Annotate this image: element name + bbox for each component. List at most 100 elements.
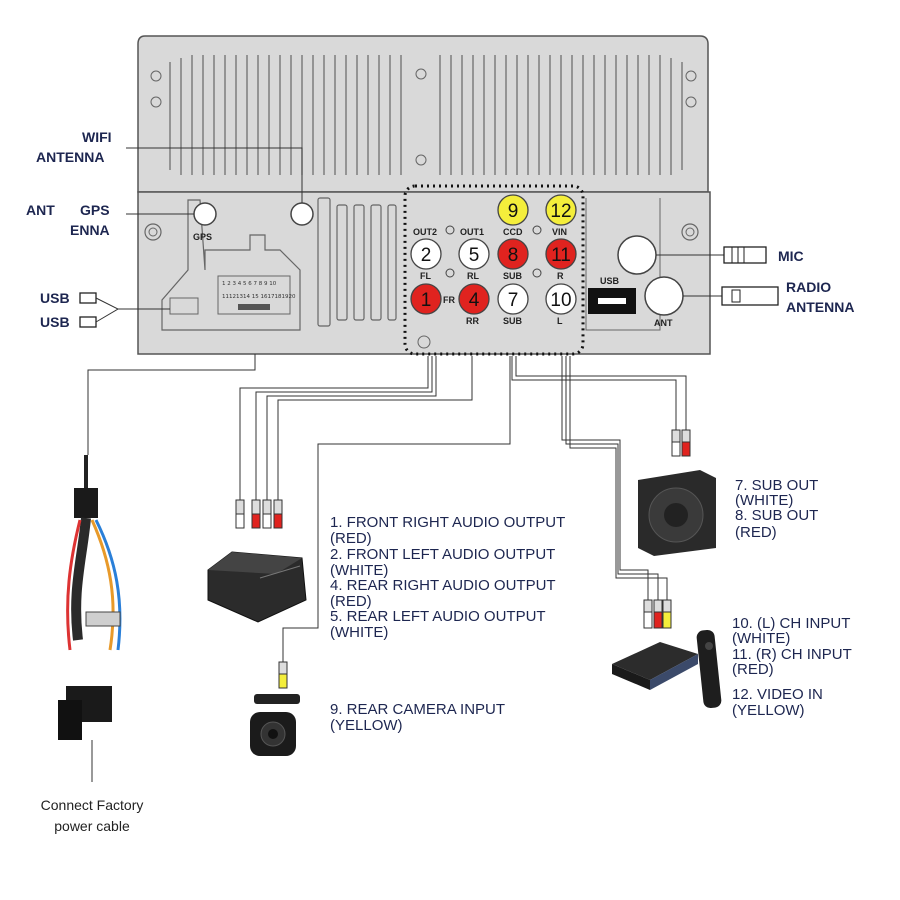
heatsink-fins [169,55,683,175]
label-sub-bottom: SUB [503,316,523,326]
label-vin: VIN [552,227,567,237]
desc-cam-9: 9. REAR CAMERA INPUT [330,701,505,718]
desc-box-12b: (YELLOW) [732,702,805,719]
radio-antenna-socket[interactable] [644,276,684,316]
port-8-sub[interactable] [497,238,529,270]
cables [87,354,687,662]
gps-antenna-socket [193,202,217,226]
label-l: L [557,316,563,326]
pin-header-block [217,275,291,315]
usb-plug-icon [79,292,97,328]
screw-hole [417,335,431,349]
usb-header [169,297,199,315]
ant-gps-label-3: ENNA [70,222,110,238]
mic-socket[interactable] [617,235,657,275]
port-10-l[interactable] [545,283,577,315]
screw-hole [685,96,697,108]
usb-cable [95,297,120,323]
label-rl: RL [467,271,479,281]
port-11-r[interactable] [545,238,577,270]
port-7-sub[interactable] [497,283,529,315]
svg-text:4: 4 [469,290,480,311]
desc-box-10: 10. (L) CH INPUT [732,615,850,632]
desc-amp-4b: (RED) [330,593,372,610]
svg-text:5: 5 [469,245,480,266]
svg-text:2: 2 [421,245,432,266]
svg-text:1: 1 [421,290,432,311]
desc-box-11: 11. (R) CH INPUT [732,646,852,663]
head-unit-back-panel: GPS 1 2 3 4 5 6 7 8 9 10 11121314 15 161… [137,35,711,355]
port-2-fl[interactable] [410,238,442,270]
screw-hole [685,70,697,82]
subwoofer-icon [638,470,716,556]
label-ccd: CCD [503,227,523,237]
svg-text:11: 11 [551,245,571,266]
desc-box-12: 12. VIDEO IN [732,686,823,703]
screw-hole [150,96,162,108]
desc-box-10b: (WHITE) [732,630,790,647]
screw-hole [144,223,162,241]
remote-control-icon [696,629,722,709]
desc-amp-4: 4. REAR RIGHT AUDIO OUTPUT [330,577,556,594]
media-box-rca-plugs [643,599,672,629]
media-box-descriptions: 10. (L) CH INPUT (WHITE) 11. (R) CH INPU… [732,615,852,719]
pin-row-top: 1 2 3 4 5 6 7 8 9 10 [222,281,277,287]
screw-hole [685,227,695,237]
svg-text:12: 12 [550,201,571,222]
usb-port-label: USB [600,276,620,286]
harness-caption-line1: Connect Factory [41,797,144,813]
label-fr: FR [443,295,455,305]
screw-hole [415,68,427,80]
pin-row-bottom: 11121314 15 1617181920 [222,294,296,300]
svg-text:7: 7 [508,290,519,311]
ant-gps-label-1: ANT [26,202,55,218]
desc-cam-9b: (YELLOW) [330,717,403,734]
desc-amp-5b: (WHITE) [330,624,388,641]
desc-sub-8: 8. SUB OUT [735,507,818,524]
label-out1: OUT1 [460,227,484,237]
port-5-rl[interactable] [458,238,490,270]
wifi-antenna-label-1: WIFI [82,129,112,145]
port-1-fr[interactable] [410,283,442,315]
screw-hole [415,154,427,166]
label-fl: FL [420,271,431,281]
mic-plug-icon [656,246,767,264]
wifi-antenna-socket [290,202,314,226]
desc-box-11b: (RED) [732,661,774,678]
label-rr: RR [466,316,479,326]
label-sub-top: SUB [503,271,523,281]
wiring-harness-icon [58,455,122,782]
rear-camera-icon [250,694,300,756]
amplifier-descriptions: 1. FRONT RIGHT AUDIO OUTPUT (RED) 2. FRO… [330,514,565,641]
harness-caption-line2: power cable [54,818,130,834]
rca-port-cluster: 9 12 OUT2 OUT1 CCD VIN 2 5 8 11 FL RL SU… [403,184,585,356]
port-9-ccd[interactable] [497,194,529,226]
radio-antenna-label-1: RADIO [786,279,831,295]
port-4-rr[interactable] [458,283,490,315]
screw-hole [150,70,162,82]
camera-rca-plug [278,661,288,689]
sub-rca-plugs [671,429,691,457]
desc-amp-5: 5. REAR LEFT AUDIO OUTPUT [330,608,546,625]
svg-text:9: 9 [508,201,519,222]
gps-socket-label: GPS [193,232,212,242]
desc-amp-2b: (WHITE) [330,562,388,579]
ant-gps-label-2: GPS [80,202,110,218]
desc-amp-1b: (RED) [330,530,372,547]
desc-amp-2: 2. FRONT LEFT AUDIO OUTPUT [330,546,555,563]
amp-rca-plugs [235,499,283,529]
ant-port-label: ANT [654,318,673,328]
svg-text:10: 10 [550,290,571,311]
usb-label-1: USB [40,290,70,306]
label-out2: OUT2 [413,227,437,237]
port-12-vin[interactable] [545,194,577,226]
radio-antenna-plug-icon [683,286,779,306]
wifi-leader-line [126,147,303,203]
wifi-antenna-label-2: ANTENNA [36,149,104,165]
desc-amp-1: 1. FRONT RIGHT AUDIO OUTPUT [330,514,565,531]
desc-sub-7: 7. SUB OUT [735,477,818,494]
screw-hole [681,223,699,241]
radio-antenna-label-2: ANTENNA [786,299,854,315]
label-r: R [557,271,564,281]
